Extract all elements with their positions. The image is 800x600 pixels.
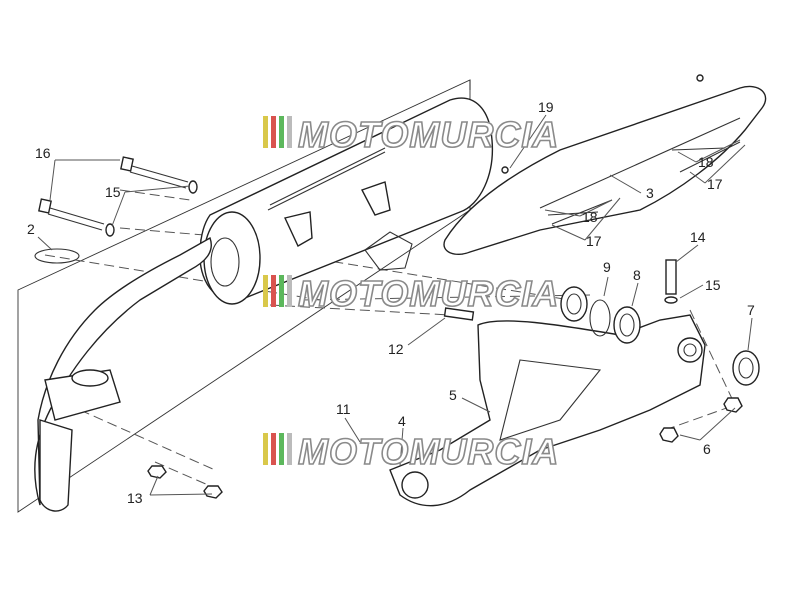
callout-label: 3 (646, 185, 654, 201)
washers (105, 180, 198, 237)
bolt-long-upper (120, 156, 189, 189)
heat-shield (443, 74, 767, 256)
callout-labels: 16 15 2 19 18 17 3 18 17 14 9 8 15 7 12 … (27, 99, 755, 506)
callout-label: 17 (586, 233, 602, 249)
shield-screws (547, 141, 741, 225)
callout-label: 14 (690, 229, 706, 245)
callout-label: 7 (747, 302, 755, 318)
callout-label: 17 (707, 176, 723, 192)
callout-label: 16 (35, 145, 51, 161)
callout-label: 18 (698, 154, 714, 170)
callout-label: 9 (603, 259, 611, 275)
callout-label: 5 (449, 387, 457, 403)
callout-label: 2 (27, 221, 35, 237)
callout-label: 13 (127, 490, 143, 506)
watermark-top: MOTOMURCIA (263, 113, 559, 156)
muffler (199, 97, 494, 305)
gasket-ring (34, 248, 80, 264)
callout-label: 12 (388, 341, 404, 357)
callout-label: 15 (105, 184, 121, 200)
callout-label: 18 (582, 209, 598, 225)
watermark-middle: MOTOMURCIA (263, 272, 559, 315)
callout-label: 19 (538, 99, 554, 115)
swing-arm (389, 314, 706, 507)
bearing-parts (560, 286, 760, 386)
small-hardware (147, 259, 743, 499)
watermark-text: MOTOMURCIA (298, 273, 559, 314)
leader-lines (37, 114, 753, 496)
callout-label: 11 (336, 401, 351, 417)
exhaust-header-pipe (34, 236, 212, 512)
callout-label: 8 (633, 267, 641, 283)
callout-label: 4 (398, 413, 406, 429)
watermark-text: MOTOMURCIA (298, 114, 559, 155)
watermark-text: MOTOMURCIA (298, 431, 559, 472)
callout-label: 15 (705, 277, 721, 293)
watermark-bottom: MOTOMURCIA (263, 430, 559, 473)
callout-label: 6 (703, 441, 711, 457)
bolt-long-lower (38, 198, 105, 231)
